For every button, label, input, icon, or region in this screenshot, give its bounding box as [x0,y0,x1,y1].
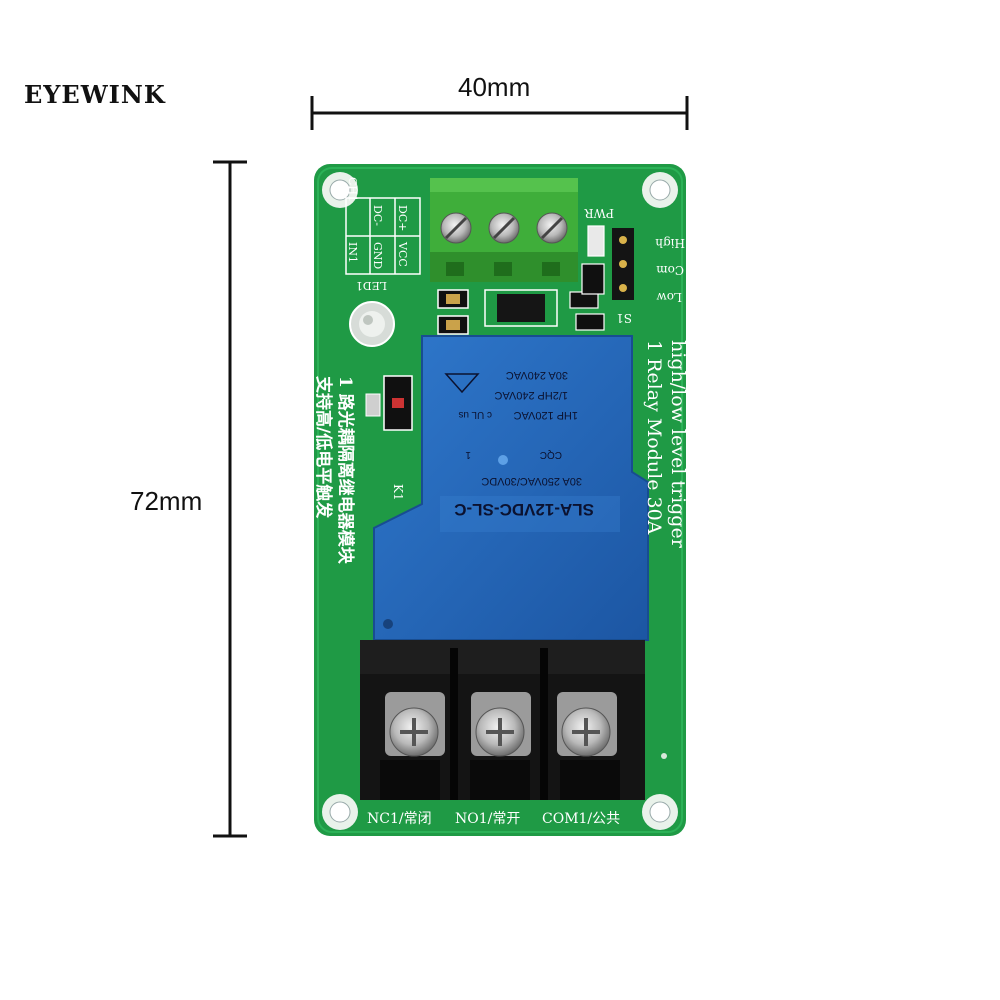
mounting-hole [642,172,678,208]
terminal-label-com1: COM1/公共 [542,811,620,827]
screw-icon [557,692,617,757]
pin-label-in1: IN1 [346,242,359,263]
selector-label: S1 [616,311,632,325]
pin-label-gnd: GND [371,242,384,269]
mounting-hole [322,172,358,208]
input-pin-labels: CH1 DC- DC+ IN1 GND VCC [346,177,409,269]
relay-ul-mark: c UL us [458,409,492,420]
pwr-label: PWR [584,206,614,220]
relay-rating-2: 1HP 120VAC [514,409,578,421]
relay-pin-mark: 1 [465,449,471,460]
board-subtitle-en: high/low level trigger [667,340,689,549]
pin-label-dc-minus: DC- [371,205,384,226]
terminal-label-nc1: NC1/常闭 [367,811,432,827]
board-title-cn-2: 支持高/低电平触发 [313,376,334,519]
board-title-cn-1: 1 路光耦隔离继电器模块 [335,376,356,565]
screw-icon [488,212,520,244]
screw-icon [385,692,445,757]
com-label: Com [656,263,684,277]
led-label: LED1 [356,279,387,292]
height-dimension-line [213,160,247,838]
terminal-label-no1: NO1/常开 [455,811,520,827]
relay-ref-label: K1 [391,484,405,501]
screw-icon [440,212,472,244]
width-dimension-label: 40mm [458,72,531,102]
relay-cert: CQC [540,449,562,460]
pin-label-dc-plus: DC+ [396,205,409,231]
smd-components [365,225,605,431]
output-terminal-block [360,640,645,800]
mounting-hole [322,794,358,830]
height-dimension-label: 72mm [130,486,203,516]
input-pin-grid [345,197,421,275]
pin-label-ch1: CH1 [346,177,359,202]
low-label: Low [656,290,682,304]
high-label: High [655,236,685,250]
screw-icon [536,212,568,244]
relay-model: SLA-12VDC-SL-C [454,500,594,519]
board-title-en: 1 Relay Module 30A [643,340,665,535]
relay-rating-1: 30A 250VAC/30VDC [481,475,582,487]
width-dimension-line [310,96,689,130]
relay-rating-4: 30A 240VAC [506,369,568,381]
trigger-jumper-header [612,228,634,300]
mounting-hole [642,794,678,830]
relay-component [373,335,649,641]
screw-icon [471,692,531,757]
pin-label-vcc: VCC [396,241,409,267]
led-indicator [349,301,395,347]
relay-rating-3: 1/2HP 240VAC [494,389,568,401]
power-terminal-block [430,178,578,282]
brand-logo: EYEWINK [24,80,166,109]
